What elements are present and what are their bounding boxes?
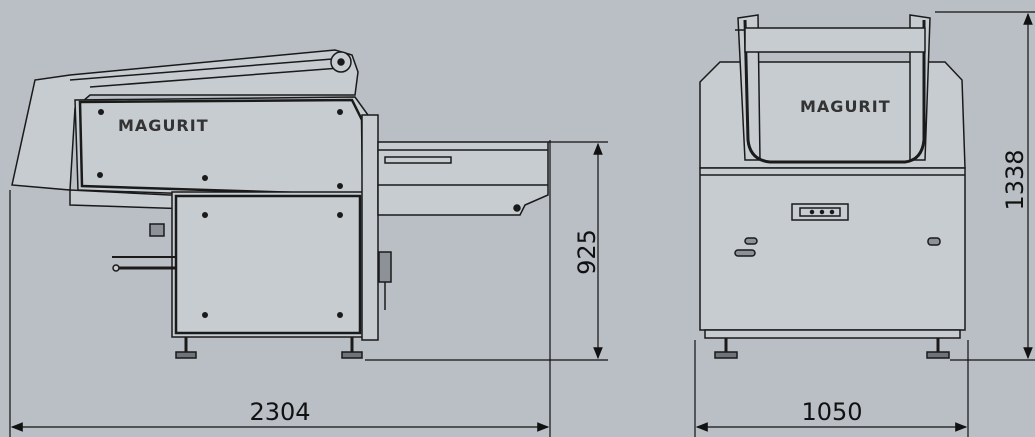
side-brand-logo: MAGURIT xyxy=(118,116,209,135)
dim-total-height: 1338 xyxy=(1001,149,1029,210)
front-brand-logo: MAGURIT xyxy=(800,97,891,116)
dim-total-length: 2304 xyxy=(249,398,310,426)
dim-width: 1050 xyxy=(801,398,862,426)
side-lid xyxy=(11,49,359,191)
side-output-table xyxy=(377,141,549,216)
front-feet xyxy=(714,338,950,359)
side-feet xyxy=(175,337,363,359)
dim-table-height: 925 xyxy=(573,229,601,275)
side-upper-body xyxy=(74,96,371,201)
front-view xyxy=(699,14,966,359)
side-view xyxy=(11,49,549,359)
dimension-lines xyxy=(9,11,1035,437)
side-lower-cabinet xyxy=(171,191,365,338)
front-lower-housing xyxy=(699,167,966,331)
